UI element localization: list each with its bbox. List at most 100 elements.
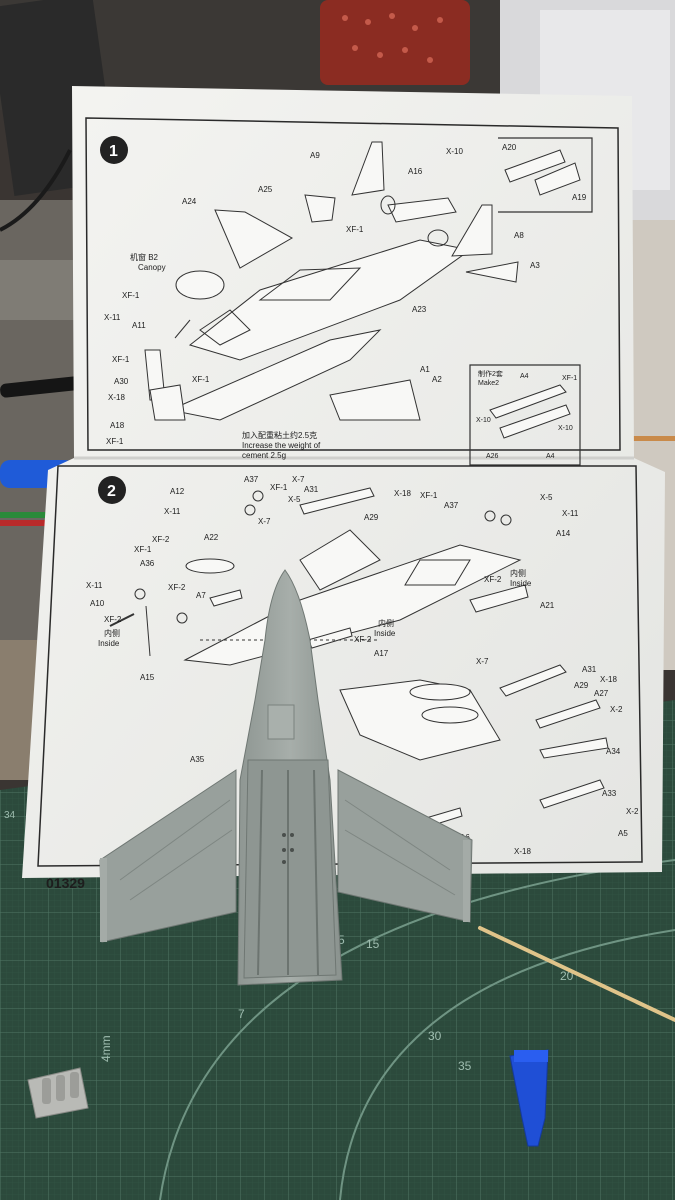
make2-label-a26: A26 [486, 453, 499, 460]
s2-label-x7: X-7 [292, 475, 305, 484]
step-1-number: 1 [109, 143, 118, 160]
step-1-panel: 1 [85, 117, 621, 466]
s2-label-xf2-d: XF-2 [104, 615, 122, 624]
label-xf1-c: XF-1 [112, 355, 130, 364]
label-canopy-en: Canopy [138, 263, 166, 272]
s2-label-a22: A22 [204, 533, 219, 542]
s2-label-x11-c: X-11 [86, 581, 103, 590]
s2-label-a34: A34 [606, 747, 621, 756]
make2-title-en: Make2 [478, 380, 499, 387]
small-grey-parts [27, 1067, 89, 1119]
ruler-number-7: 7 [238, 1007, 245, 1021]
label-a20: A20 [502, 143, 517, 152]
step-2-badge [98, 476, 126, 504]
s2-label-xf1: XF-1 [270, 483, 288, 492]
s2-label-a31: A31 [304, 485, 319, 494]
label-cement-en1: Increase the weight of [242, 441, 321, 450]
s2-label-xf2-b: XF-2 [484, 575, 502, 584]
s2-label-inside-cn-b: 内侧 [378, 618, 394, 628]
instruction-sheet: 1 [22, 86, 665, 891]
s2-label-a31-b: A31 [582, 665, 597, 674]
label-a24: A24 [182, 197, 197, 206]
blue-pen-cap [509, 1049, 549, 1147]
step-2-drawing [109, 487, 609, 827]
make2-label-xf1: XF-1 [562, 375, 577, 382]
s2-label-inside-cn-c: 内侧 [104, 628, 120, 638]
s2-label-a36: A36 [140, 559, 155, 568]
s2-label-inside-en: Inside [510, 579, 532, 588]
model-lower-fuselage [99, 569, 473, 986]
make2-label-a4: A4 [520, 373, 529, 380]
s2-label-xf1-b: XF-1 [420, 491, 438, 500]
s2-label-x2-b: X-2 [626, 807, 639, 816]
s2-label-x11-b: X-11 [562, 509, 579, 518]
s2-label-a33: A33 [602, 789, 617, 798]
s2-label-a10: A10 [90, 599, 105, 608]
label-a2: A2 [432, 375, 442, 384]
kit-number: 01329 [46, 875, 85, 891]
make2-label-a4-b: A4 [546, 453, 555, 460]
label-xf1: XF-1 [346, 225, 364, 234]
s2-label-xf2: XF-2 [152, 535, 170, 544]
s2-label-a12: A12 [170, 487, 185, 496]
label-a16: A16 [408, 167, 423, 176]
toothpick [478, 926, 675, 1022]
label-xf1-d: XF-1 [192, 375, 210, 384]
s2-label-x5-b: X-5 [288, 495, 301, 504]
step-1-drawing [144, 137, 593, 466]
step-2-number: 2 [107, 483, 116, 500]
label-a9: A9 [310, 151, 320, 160]
make2-label-x10-b: X-10 [558, 425, 573, 432]
label-canopy-cn: 机窗 B2 [130, 252, 159, 262]
label-cement-cn: 加入配重粘土约2.5克 [242, 430, 317, 440]
s2-label-x5: X-5 [540, 493, 553, 502]
s2-label-a37: A37 [244, 475, 259, 484]
label-xf1-b: XF-1 [122, 291, 140, 300]
s2-label-a29-b: A29 [574, 681, 589, 690]
step-1-badge [100, 136, 128, 164]
s2-label-xf1-c: XF-1 [134, 545, 152, 554]
s2-label-a29: A29 [364, 513, 379, 522]
s2-label-inside-en-b: Inside [374, 629, 396, 638]
label-x10: X-10 [446, 147, 463, 156]
label-a25: A25 [258, 185, 273, 194]
s2-label-a17: A17 [374, 649, 389, 658]
label-a18: A18 [110, 421, 125, 430]
s2-label-x11: X-11 [164, 507, 181, 516]
s2-label-x18-b: X-18 [600, 675, 617, 684]
s2-label-a7: A7 [196, 591, 206, 600]
s2-label-xf2-e: XF-2 [354, 635, 372, 644]
ruler-number-34: 34 [4, 810, 16, 821]
ruler-number-15: 15 [366, 937, 380, 951]
s2-label-a27: A27 [594, 689, 609, 698]
ruler-number-30: 30 [428, 1029, 442, 1043]
step-2-panel: 2 [37, 465, 643, 867]
label-x18: X-18 [108, 393, 125, 402]
label-x11: X-11 [104, 313, 121, 322]
label-a8: A8 [514, 231, 524, 240]
s2-label-a5: A5 [618, 829, 628, 838]
s2-label-x18-c: X-18 [514, 847, 531, 856]
label-a1: A1 [420, 365, 430, 374]
ruler-number-35: 35 [458, 1059, 472, 1073]
s2-label-x18: X-18 [394, 489, 411, 498]
label-a19: A19 [572, 193, 587, 202]
ruler-label-4mm: 4mm [99, 1035, 113, 1062]
label-a11: A11 [132, 321, 146, 330]
make2-label-x10: X-10 [476, 417, 491, 424]
s2-label-x2: X-2 [610, 705, 623, 714]
s2-label-x7-b: X-7 [258, 517, 271, 526]
make2-title-cn: 制作2套 [478, 369, 503, 378]
s2-label-xf2-c: XF-2 [168, 583, 186, 592]
s2-label-x7-c: X-7 [476, 657, 489, 666]
s2-label-a35: A35 [190, 755, 205, 764]
s2-label-inside-en-c: Inside [98, 639, 120, 648]
label-cement-en2: cement 2.5g [242, 451, 286, 460]
label-a3: A3 [530, 261, 540, 270]
s2-label-inside-cn: 内侧 [510, 568, 526, 578]
s2-label-a21: A21 [540, 601, 555, 610]
ruler-number-5: 5 [338, 933, 345, 947]
label-a30: A30 [114, 377, 129, 386]
s2-label-a14: A14 [556, 529, 571, 538]
